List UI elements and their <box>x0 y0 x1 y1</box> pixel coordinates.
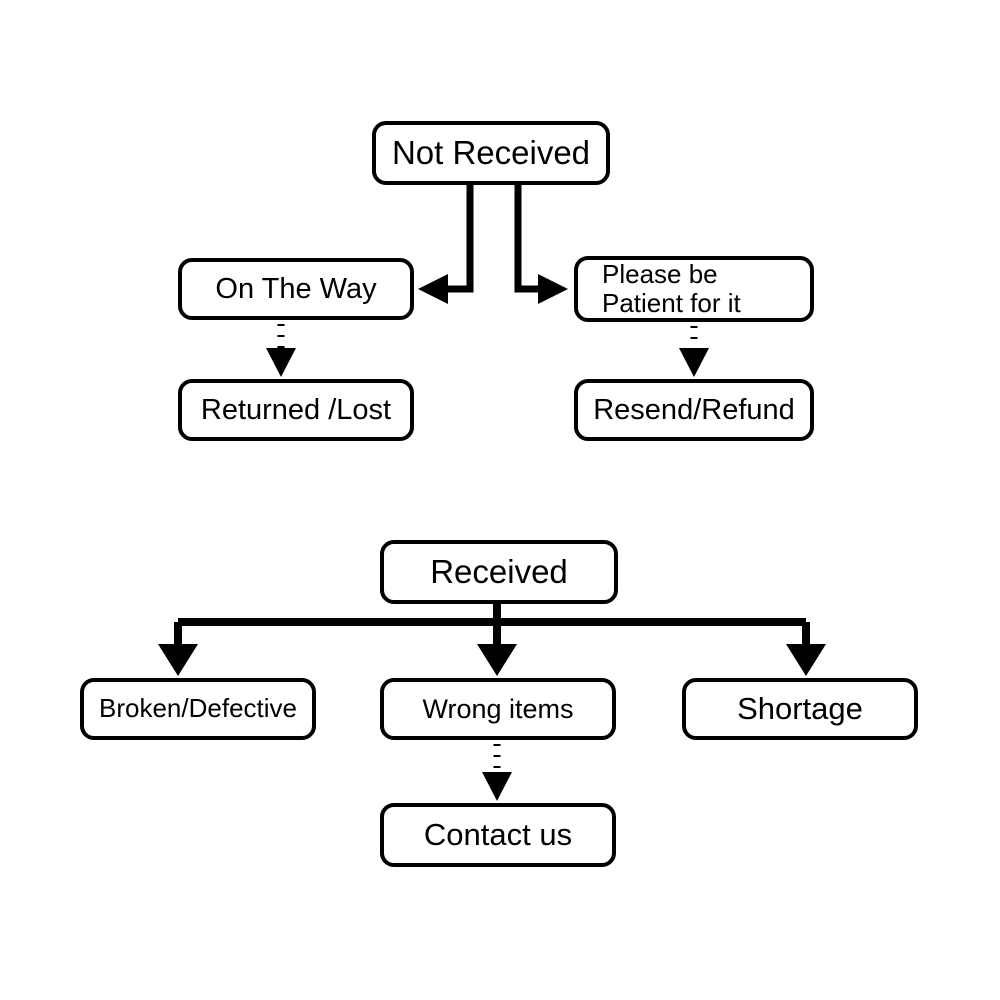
node-returned-lost-label: Returned /Lost <box>200 393 392 426</box>
node-resend-refund[interactable]: Resend/Refund <box>574 379 814 441</box>
node-please-be-patient-label: Please be Patient for it <box>602 258 741 318</box>
node-resend-refund-label: Resend/Refund <box>593 393 795 426</box>
node-broken-defective[interactable]: Broken/Defective <box>80 678 316 740</box>
node-wrong-items-label: Wrong items <box>422 693 574 724</box>
node-not-received-label: Not Received <box>391 133 591 171</box>
edge-received-bus <box>174 604 810 650</box>
edge-not-received-to-please-be-patient <box>514 185 568 304</box>
node-contact-us[interactable]: Contact us <box>380 803 616 867</box>
node-returned-lost[interactable]: Returned /Lost <box>178 379 414 441</box>
edge-received-to-broken-defective <box>158 644 198 676</box>
node-received-label: Received <box>430 552 568 590</box>
edge-received-to-wrong-items <box>477 644 517 676</box>
node-shortage[interactable]: Shortage <box>682 678 918 740</box>
node-please-be-patient[interactable]: Please be Patient for it <box>574 256 814 322</box>
edge-wrong-items-to-contact-us <box>482 744 512 801</box>
edge-on-the-way-to-returned-lost <box>266 324 296 377</box>
node-on-the-way-label: On The Way <box>215 272 377 305</box>
node-wrong-items[interactable]: Wrong items <box>380 678 616 740</box>
edge-received-to-shortage <box>786 644 826 676</box>
node-received[interactable]: Received <box>380 540 618 604</box>
node-shortage-label: Shortage <box>737 690 863 726</box>
node-not-received[interactable]: Not Received <box>372 121 610 185</box>
node-on-the-way[interactable]: On The Way <box>178 258 414 320</box>
node-broken-defective-label: Broken/Defective <box>99 693 297 724</box>
node-contact-us-label: Contact us <box>423 816 573 852</box>
edge-not-received-to-on-the-way <box>418 185 474 304</box>
edge-please-be-patient-to-resend-refund <box>679 326 709 377</box>
